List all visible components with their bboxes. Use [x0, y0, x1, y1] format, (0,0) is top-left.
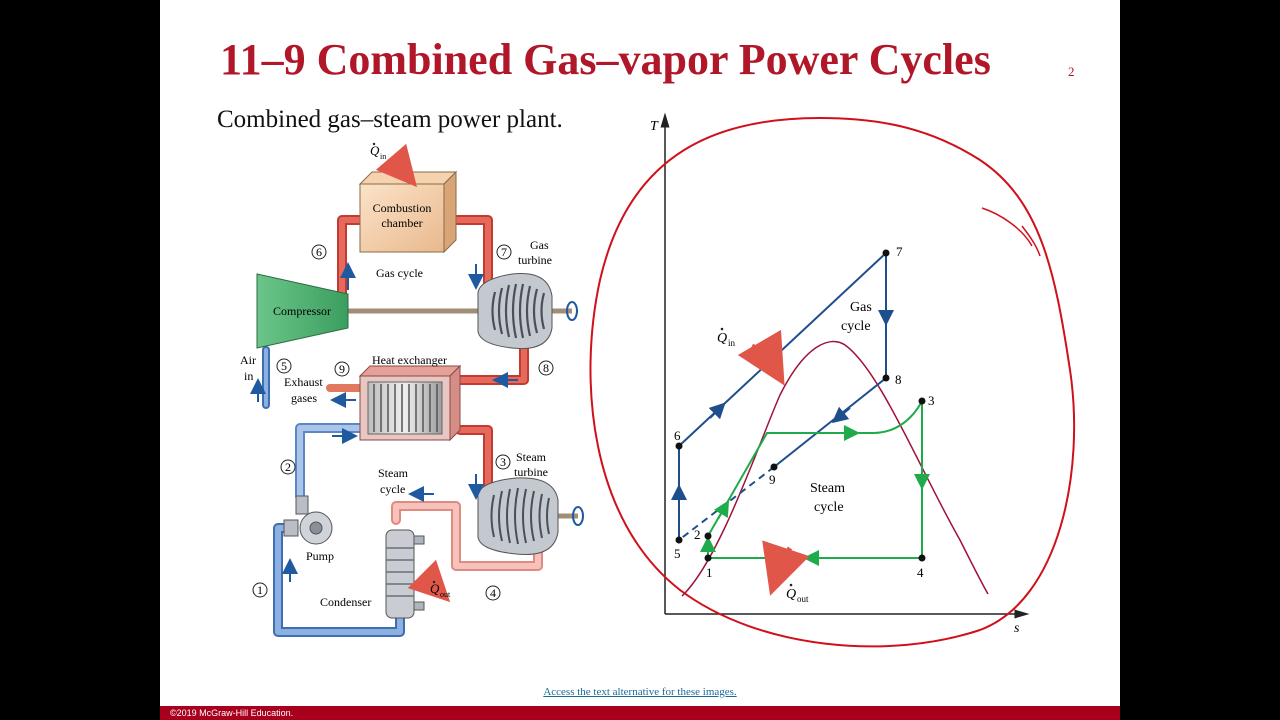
plant-gas-cycle-label: Gas cycle [376, 266, 423, 280]
ts-point-3: 3 [918, 393, 935, 408]
ts-point-8: 8 [882, 372, 902, 387]
plant-q-in-symbol: Q [370, 143, 380, 158]
slide: 11–9 Combined Gas–vapor Power Cycles 2 C… [160, 0, 1120, 720]
ts-points: 1 2 3 4 5 6 7 8 9 [674, 244, 935, 580]
water-pipes [262, 346, 543, 637]
ts-axis-t-label: T [650, 119, 659, 134]
steam-turbine: Steam turbine [477, 450, 584, 556]
heat-exchanger: Heat exchanger [358, 353, 462, 442]
ts-q-in: Q in [717, 327, 785, 386]
annotation-circle [589, 116, 1076, 648]
svg-text:4: 4 [490, 586, 496, 600]
compressor: Compressor [256, 273, 349, 349]
plant-state-5: 5 [276, 358, 292, 374]
svg-text:1: 1 [257, 583, 263, 597]
svg-text:3: 3 [928, 393, 935, 408]
ts-point-5: 5 [674, 536, 683, 561]
svg-text:7: 7 [501, 245, 507, 259]
heat-exchanger-label: Heat exchanger [372, 353, 447, 367]
gas-pipes [326, 215, 529, 515]
ts-gas-cycle-label-1: Gas [850, 300, 872, 315]
combustion-chamber-label-1: Combustion [373, 201, 432, 215]
slide-title: 11–9 Combined Gas–vapor Power Cycles [220, 35, 991, 84]
ts-q-out-symbol: Q [786, 587, 796, 602]
svg-text:5: 5 [281, 359, 287, 373]
svg-text:6: 6 [674, 428, 681, 443]
exhaust-gases-label-1: Exhaust [284, 375, 323, 389]
slide-subtitle: Combined gas–steam power plant. [217, 106, 563, 133]
svg-text:4: 4 [917, 565, 924, 580]
compressor-label: Compressor [273, 304, 331, 318]
ts-gas-cycle-label-2: cycle [841, 319, 871, 334]
ts-point-6: 6 [674, 428, 683, 450]
plant-state-3: 3 [495, 454, 511, 470]
steam-turbine-label-2: turbine [514, 465, 548, 479]
plant-q-out-symbol: Q [430, 581, 440, 596]
gas-turbine-label-1: Gas [530, 238, 549, 252]
svg-text:8: 8 [895, 372, 902, 387]
text-alternative-link[interactable]: Access the text alternative for these im… [543, 686, 737, 698]
ts-diagram: T s 1 [650, 112, 1030, 636]
ts-q-out: Q out [762, 540, 810, 604]
plant-schematic: Combustion chamber Q in Compressor [240, 142, 584, 637]
condenser-label: Condenser [320, 595, 371, 609]
ts-steam-cycle [700, 400, 930, 566]
svg-text:2: 2 [694, 527, 701, 542]
gas-turbine: Gas turbine [477, 238, 578, 350]
ts-saturation-dome [681, 340, 989, 597]
plant-state-markers: 1 2 3 4 5 6 7 8 9 [252, 244, 554, 601]
plant-state-7: 7 [496, 244, 512, 260]
svg-text:9: 9 [339, 362, 345, 376]
plant-state-1: 1 [252, 582, 268, 598]
copyright: ©2019 McGraw-Hill Education. [170, 708, 294, 718]
plant-state-6: 6 [311, 244, 327, 260]
plant-q-in: Q in [370, 142, 418, 188]
plant-q-out: Q out [407, 559, 451, 603]
svg-text:8: 8 [543, 361, 549, 375]
svg-text:7: 7 [896, 244, 903, 259]
air-in-label-1: Air [240, 353, 256, 367]
plant-steam-cycle-label-2: cycle [380, 482, 405, 496]
ts-axis-s-label: s [1014, 621, 1020, 636]
ts-point-2: 2 [694, 527, 712, 542]
svg-text:3: 3 [500, 455, 506, 469]
ts-point-9: 9 [769, 463, 778, 487]
pump-label: Pump [306, 549, 334, 563]
svg-text:5: 5 [674, 546, 681, 561]
ts-point-1: 1 [704, 554, 713, 580]
ts-q-in-subscript: in [728, 338, 736, 348]
flow-arrows [250, 262, 518, 582]
plant-q-out-subscript: out [440, 590, 451, 599]
plant-state-8: 8 [538, 360, 554, 376]
plant-steam-cycle-label-1: Steam [378, 466, 409, 480]
plant-state-4: 4 [485, 585, 501, 601]
ts-q-in-symbol: Q [717, 331, 727, 346]
pump: Pump [283, 495, 334, 563]
svg-text:9: 9 [769, 472, 776, 487]
svg-text:6: 6 [316, 245, 322, 259]
combustion-chamber-label-2: chamber [381, 216, 422, 230]
footer-bar [160, 706, 1120, 720]
slide-number: 2 [1068, 64, 1075, 79]
plant-state-9: 9 [334, 361, 350, 377]
svg-text:1: 1 [706, 565, 713, 580]
exhaust-gases-label-2: gases [291, 391, 317, 405]
gas-turbine-label-2: turbine [518, 253, 552, 267]
ts-point-4: 4 [917, 554, 926, 580]
ts-q-out-subscript: out [797, 594, 809, 604]
ts-steam-cycle-label-1: Steam [810, 481, 845, 496]
steam-turbine-label-1: Steam [516, 450, 547, 464]
svg-text:2: 2 [285, 460, 291, 474]
ts-steam-cycle-label-2: cycle [814, 500, 844, 515]
air-in-label-2: in [244, 369, 253, 383]
plant-state-2: 2 [280, 459, 296, 475]
condenser: Condenser [320, 529, 425, 619]
ts-point-7: 7 [882, 244, 903, 259]
